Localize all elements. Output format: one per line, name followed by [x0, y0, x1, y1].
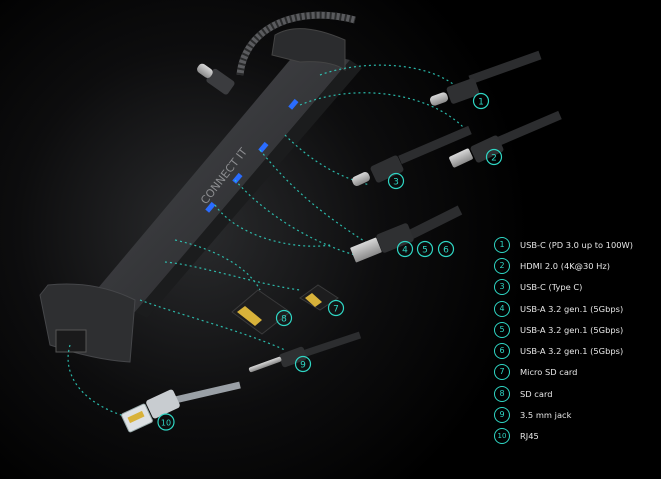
- sd-card: [231, 289, 291, 335]
- rj45-port: [55, 329, 87, 353]
- legend-item: 3 USB-C (Type C): [494, 277, 660, 298]
- port-marker: [288, 98, 299, 110]
- rj45-plug: [121, 381, 241, 433]
- legend-item: 2 HDMI 2.0 (4K@30 Hz): [494, 255, 660, 276]
- hub-usb-c-plug: [197, 63, 235, 95]
- audio-jack: [248, 331, 362, 373]
- legend-number-badge: 9: [494, 407, 510, 424]
- legend-label: USB-C (PD 3.0 up to 100W): [520, 239, 633, 250]
- callout-7: 7: [327, 299, 345, 317]
- callout-2: 2: [485, 148, 503, 166]
- legend-item: 1 USB-C (PD 3.0 up to 100W): [494, 234, 660, 255]
- legend-number-badge: 7: [494, 364, 510, 381]
- svg-text:8: 8: [281, 315, 287, 325]
- cable-usb-c: [352, 125, 472, 187]
- legend-number-badge: 2: [494, 257, 510, 274]
- braided-cable-texture: [236, 11, 356, 76]
- legend-label: USB-A 3.2 gen.1 (5Gbps): [520, 303, 624, 314]
- cable-usb-a: [350, 205, 463, 263]
- svg-text:9: 9: [300, 361, 306, 371]
- cable-hdmi: [449, 110, 562, 168]
- legend-label: HDMI 2.0 (4K@30 Hz): [520, 260, 610, 271]
- legend-item: 5 USB-A 3.2 gen.1 (5Gbps): [494, 319, 660, 340]
- svg-text:10: 10: [161, 419, 171, 428]
- legend-item: 8 SD card: [494, 383, 660, 404]
- callout-3: 3: [387, 172, 405, 190]
- hub-body: [88, 48, 350, 312]
- svg-text:4: 4: [402, 246, 408, 256]
- callout-10: 10: [157, 413, 175, 431]
- legend-item: 10 RJ45: [494, 426, 660, 447]
- port-marker: [232, 172, 243, 184]
- svg-text:3: 3: [393, 178, 399, 188]
- legend-number-badge: 5: [494, 321, 510, 338]
- legend-item: 4 USB-A 3.2 gen.1 (5Gbps): [494, 298, 660, 319]
- port-marker: [258, 141, 269, 153]
- legend-number-badge: 8: [494, 385, 510, 402]
- hub-top-stand: [271, 28, 346, 71]
- legend-label: USB-A 3.2 gen.1 (5Gbps): [520, 324, 624, 335]
- cable-usb-c-pd: [429, 50, 542, 106]
- legend-number-badge: 6: [494, 343, 510, 360]
- legend-item: 7 Micro SD card: [494, 362, 660, 383]
- hub-body-side: [135, 60, 362, 318]
- port-legend: 1 USB-C (PD 3.0 up to 100W) 2 HDMI 2.0 (…: [494, 234, 660, 447]
- legend-label: USB-C (Type C): [520, 282, 583, 293]
- legend-number-badge: 1: [494, 236, 510, 253]
- connector-lines: [67, 64, 471, 421]
- svg-text:7: 7: [333, 305, 339, 315]
- callout-5: 5: [416, 240, 434, 258]
- legend-label: Micro SD card: [520, 367, 578, 378]
- micro-sd-card: [299, 284, 339, 311]
- svg-text:2: 2: [491, 154, 497, 164]
- legend-item: 6 USB-A 3.2 gen.1 (5Gbps): [494, 340, 660, 361]
- legend-number-badge: 10: [494, 428, 510, 445]
- callout-4: 4: [396, 240, 414, 258]
- svg-text:1: 1: [478, 98, 484, 108]
- svg-text:6: 6: [443, 246, 449, 256]
- svg-text:5: 5: [422, 246, 428, 256]
- callout-6: 6: [437, 240, 455, 258]
- legend-label: USB-A 3.2 gen.1 (5Gbps): [520, 346, 624, 357]
- callout-8: 8: [275, 309, 293, 327]
- legend-label: 3.5 mm jack: [520, 410, 572, 421]
- legend-number-badge: 3: [494, 279, 510, 296]
- port-marker: [205, 201, 216, 213]
- legend-label: SD card: [520, 388, 553, 399]
- legend-item: 9 3.5 mm jack: [494, 404, 660, 425]
- legend-label: RJ45: [520, 431, 539, 442]
- callout-9: 9: [294, 355, 312, 373]
- legend-number-badge: 4: [494, 300, 510, 317]
- callout-1: 1: [472, 92, 490, 110]
